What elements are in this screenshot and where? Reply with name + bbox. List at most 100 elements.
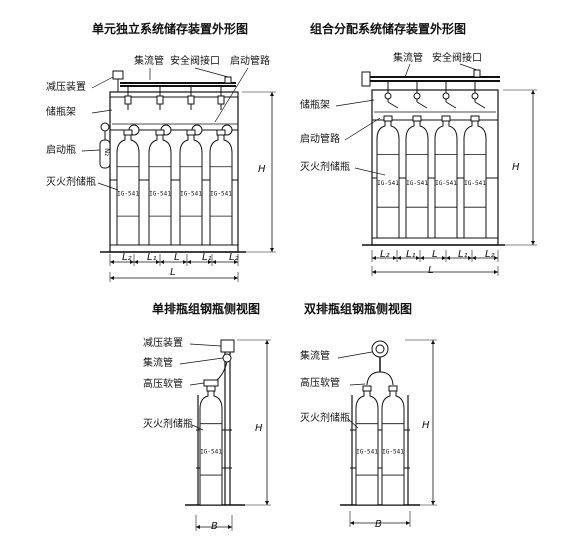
high-pressure-hose <box>366 371 381 386</box>
dimension-arrowhead <box>228 525 232 529</box>
cylinder-label: IG-541 <box>435 180 457 187</box>
start-pipe-branch <box>416 101 428 109</box>
leader-line <box>97 182 119 191</box>
title-unit-system: 单元独立系统储存装置外形图 <box>92 22 249 36</box>
label-agent-cylinder: 灭火剂储瓶 <box>46 177 96 188</box>
cylinder-valve <box>155 129 165 136</box>
manifold-section <box>222 353 232 363</box>
dimension-arrowhead <box>130 260 134 264</box>
dim-b-single: B <box>211 521 218 532</box>
dimension-arrowhead <box>372 256 376 260</box>
dim-l1-b-unit: L₁ <box>202 252 212 263</box>
dimension-arrowhead <box>265 340 269 344</box>
label-safety-valve-port: 安全阀接口 <box>170 56 220 67</box>
single-row-side-view: IG-541 <box>179 339 271 531</box>
dim-h-unit: H <box>258 164 266 175</box>
high-pressure-hose <box>379 371 394 386</box>
dimension-arrowhead <box>397 256 401 260</box>
dim-l2-left-combined: L₂ <box>380 249 390 260</box>
dim-l1-b-combined: L₁ <box>458 249 468 260</box>
cylinder-valve <box>383 115 393 122</box>
agent-cylinder-1: IG-541 <box>376 115 400 239</box>
double-row-side-view: IG-541 IG-541 <box>337 339 437 527</box>
agent-cylinder-3: IG-541 <box>179 129 203 246</box>
dimension-arrowhead <box>531 90 535 94</box>
label-safety-valve-port-combined: 安全阀接口 <box>432 53 482 64</box>
cylinder-valve <box>388 385 398 392</box>
dimension-arrowhead <box>420 256 424 260</box>
label-start-pipeline: 启动管路 <box>230 56 270 67</box>
dimension-arrowhead <box>183 260 187 264</box>
leader-line <box>189 343 222 347</box>
manifold-flange <box>361 71 371 87</box>
agent-cylinder-1: IG-541 <box>116 129 140 246</box>
label-agent-cylinder-single: 灭火剂储瓶 <box>143 419 193 430</box>
leader-line <box>81 149 101 152</box>
title-single-row: 单排瓶组钢瓶侧视图 <box>152 302 261 316</box>
dimension-arrowhead <box>472 256 476 260</box>
dimension-arrowhead <box>234 276 238 280</box>
dimension-arrowhead <box>270 248 274 252</box>
start-pipe-branch <box>445 101 457 109</box>
dimension-arrowhead <box>494 270 498 274</box>
dimension-arrowhead <box>212 260 216 264</box>
dim-l-unit: L <box>174 252 180 263</box>
dimension-arrowhead <box>431 340 435 344</box>
agent-cylinder-single: IG-541 <box>199 385 223 506</box>
label-start-pipeline-combined: 启动管路 <box>300 134 340 145</box>
cylinder-valve <box>186 129 196 136</box>
dimension-arrowhead <box>187 260 191 264</box>
leader-line <box>459 63 478 71</box>
check-valve <box>156 95 164 105</box>
leader-line <box>194 67 229 78</box>
start-pipe-branch <box>474 101 486 109</box>
label-manifold-single: 集流管 <box>143 358 173 369</box>
leader-line <box>337 351 373 359</box>
dimension-arrowhead <box>416 256 420 260</box>
dimension-arrowhead <box>494 256 498 260</box>
cylinder-label: IG-541 <box>356 449 378 456</box>
leader-line <box>344 117 381 141</box>
agent-cylinder-2: IG-541 <box>148 129 172 246</box>
check-valve <box>471 92 479 100</box>
cylinder-valve <box>412 115 422 122</box>
leader-line <box>214 67 249 123</box>
title-double-row: 双排瓶组钢瓶侧视图 <box>304 302 413 316</box>
start-cylinder-gauge <box>100 122 110 132</box>
dim-h-double: H <box>422 420 430 431</box>
pressure-reducer-device <box>220 339 235 353</box>
dimension-arrowhead <box>234 260 238 264</box>
dimension-arrowhead <box>393 256 397 260</box>
pressure-reducer-device <box>112 70 124 80</box>
cylinder-label: IG-541 <box>464 180 486 187</box>
manifold-end-inner <box>375 344 385 354</box>
safety-valve-port <box>224 76 232 84</box>
label-pressure-reducer: 减压装置 <box>46 82 86 93</box>
label-start-cylinder: 启动瓶 <box>46 145 76 156</box>
leader-line <box>179 357 224 365</box>
check-valve <box>384 92 392 100</box>
agent-cylinder-4: IG-541 <box>209 129 233 246</box>
dim-l2-right-combined: L₂ <box>485 249 495 260</box>
dimension-arrowhead <box>134 260 138 264</box>
cylinder-label: IG-541 <box>406 180 428 187</box>
cylinder-label: IG-541 <box>382 449 404 456</box>
cylinder-valve <box>441 115 451 122</box>
label-manifold: 集流管 <box>134 56 164 67</box>
leader-line <box>191 424 204 431</box>
cylinder-valve <box>216 129 226 136</box>
dimension-arrowhead <box>372 270 376 274</box>
agent-cylinder-3: IG-541 <box>434 115 458 239</box>
dimension-arrowhead <box>468 256 472 260</box>
label-agent-cylinder-double: 灭火剂储瓶 <box>300 413 350 424</box>
leader-line <box>91 76 114 89</box>
leader-line <box>189 382 205 386</box>
cylinder-label: IG-541 <box>210 191 232 198</box>
label-pressure-reducer-single: 减压装置 <box>143 338 183 349</box>
cylinder-label: IG-541 <box>180 191 202 198</box>
leader-line <box>335 99 375 107</box>
dim-l1-a-unit: L₁ <box>147 252 157 263</box>
